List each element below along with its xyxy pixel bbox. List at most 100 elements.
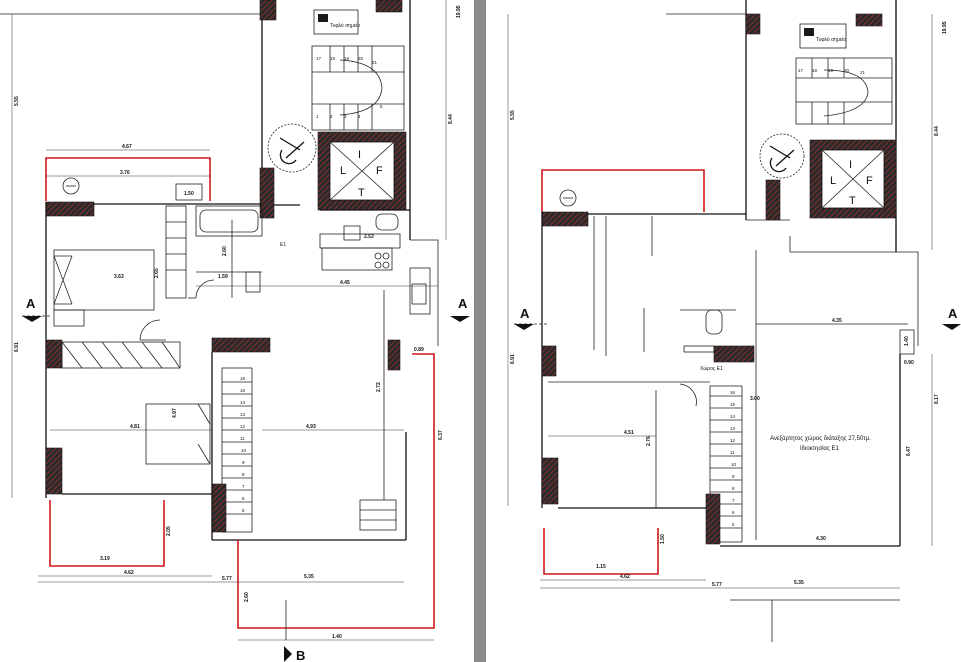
dim-label: 6.47 [906,446,912,456]
dim-label: 0.90 [904,360,914,366]
svg-text:20: 20 [844,68,850,73]
dim-label: 5.55 [510,110,516,120]
dim-label: 4.62 [620,574,630,580]
dim-label: 4.62 [124,570,134,576]
dim-label: 4.97 [172,408,178,418]
section-marker-b: B [296,648,305,662]
lift-letter: I [849,159,852,171]
wall-column [45,447,63,495]
svg-text:4: 4 [358,114,361,119]
dim-label: 6.37 [438,430,444,440]
svg-text:17: 17 [316,56,322,61]
svg-text:18: 18 [330,56,336,61]
dim-label: 5.35 [304,574,314,580]
dim-label: 2.60 [222,246,228,256]
svg-text:2: 2 [330,114,333,119]
svg-text:9: 9 [242,460,245,465]
svg-text:11: 11 [240,436,245,441]
dim-label: 4.81 [130,424,140,430]
svg-text:8: 8 [732,486,735,491]
svg-text:3: 3 [344,114,347,119]
right-plan: Τυφλό σημείο 17 18 19 20 21 L I [507,0,961,642]
dim-label: 2.60 [244,592,250,602]
svg-text:13: 13 [730,426,736,431]
dim-label: 5.55 [14,96,20,106]
terrace-outline [237,353,435,629]
svg-text:7: 7 [242,484,245,489]
svg-text:1: 1 [316,114,319,119]
dim-label: 2.65 [154,268,160,278]
dim-label: 4.35 [832,318,842,324]
svg-text:19: 19 [344,56,350,61]
wall-column [765,179,781,221]
dim-label: 8.17 [934,394,940,404]
open-space-label: Ανεξάρτητος χώρος διάταξης 27,50τμ. [770,435,871,442]
dim-label: 1.50 [660,534,666,544]
svg-text:21: 21 [372,60,378,65]
lift-letter: F [376,165,383,177]
section-marker-a: A [26,296,36,311]
svg-text:14: 14 [730,414,736,419]
wall-column [387,339,401,371]
dim-label: 2.76 [646,436,652,446]
dim-label: 5.35 [794,580,804,586]
svg-text:6: 6 [242,496,245,501]
wall-column [705,493,721,545]
svg-text:10: 10 [241,448,247,453]
svg-text:9: 9 [732,474,735,479]
sign-text: Τυφλό σημείο [816,36,846,43]
lift-letter: T [358,187,365,199]
svg-text:19: 19 [828,68,834,73]
svg-text:5: 5 [380,104,383,109]
dim-label: 0.89 [414,347,424,353]
sign-box [799,23,847,49]
lift-letter: I [358,149,361,161]
lower-stair: 16 15 14 13 12 11 10 9 8 7 6 5 [221,367,253,533]
lift-letter: F [866,175,873,187]
svg-text:12: 12 [730,438,736,443]
dim-label: 8.44 [448,114,454,124]
svg-text:8: 8 [242,472,245,477]
svg-text:10: 10 [731,462,737,467]
svg-text:15: 15 [240,388,246,393]
lift-shaft: L I F T [809,139,897,219]
wall-column [375,0,403,13]
upper-stair: 17 18 19 20 21 1 2 3 4 5 [311,45,405,131]
dim-label: 1.40 [904,336,910,346]
wall-column [211,483,227,533]
balcony-top-outline [541,169,705,212]
sheet-divider [474,0,486,662]
dim-label: 4.51 [624,430,634,436]
svg-text:16: 16 [240,376,246,381]
wall-column [541,457,559,505]
open-space-label: Ιδιοκτησίας Ε1 [800,446,839,452]
section-marker-a: A [948,306,958,321]
dim-label: 6.91 [510,354,516,364]
balcony-bottom-outline [543,528,659,575]
wall-column [541,345,557,377]
dim-label: 1.59 [218,274,228,280]
section-marker-a: A [520,306,530,321]
svg-text:14: 14 [240,400,246,405]
svg-text:18: 18 [812,68,818,73]
wall-column [713,345,755,363]
svg-text:17: 17 [798,68,804,73]
lift-letter: T [849,195,856,207]
svg-text:6: 6 [732,510,735,515]
wall-column [855,13,883,27]
upper-stair: 17 18 19 20 21 [795,57,893,125]
dim-label: 1.50 [184,191,194,197]
dim-label: 4.45 [340,280,350,286]
dim-label: 4.30 [816,536,826,542]
dim-label: 3.63 [114,274,124,280]
lower-stair: 16 15 14 13 12 11 10 9 8 7 6 5 [709,385,743,543]
wall-column [259,0,277,21]
svg-text:21: 21 [860,70,866,75]
wheelchair-icon [267,123,317,173]
wall-column [45,201,95,217]
svg-text:5: 5 [732,522,735,527]
sign-box [313,9,359,35]
wall-column [541,211,589,227]
dim-label: 3.76 [120,170,130,176]
